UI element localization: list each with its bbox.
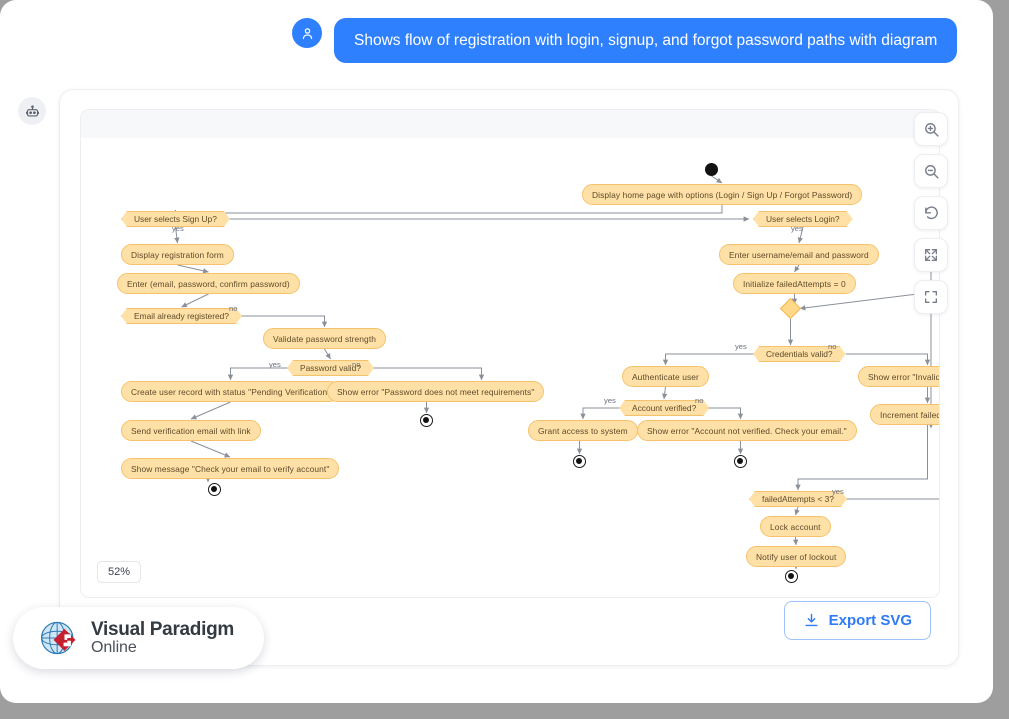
- diagram-node-create_rec[interactable]: Create user record with status "Pending …: [121, 381, 341, 402]
- export-svg-button[interactable]: Export SVG: [783, 601, 931, 640]
- diagram-edge: [795, 425, 928, 491]
- reset-button[interactable]: [914, 196, 948, 230]
- fit-screen-icon: [925, 249, 937, 261]
- diagram-edge: [172, 205, 723, 216]
- edge-label: yes: [735, 342, 747, 351]
- robot-icon: [25, 104, 39, 116]
- diagram-node-end_lock[interactable]: [785, 570, 798, 583]
- diagram-node-validate_pwd[interactable]: Validate password strength: [263, 328, 387, 349]
- diagram-node-end_signup[interactable]: [208, 483, 221, 496]
- diagram-node-d_signup[interactable]: User selects Sign Up?: [121, 211, 230, 227]
- diagram-edge: [794, 264, 800, 273]
- diagram-node-d_verified[interactable]: Account verified?: [619, 400, 709, 416]
- diagram-edge: [794, 506, 800, 516]
- diagram-edge: [181, 293, 209, 308]
- diagram-node-d_cred[interactable]: Credentials valid?: [753, 346, 846, 362]
- reset-icon: [924, 205, 938, 219]
- diagram-layer: Display home page with options (Login / …: [81, 138, 939, 597]
- diagram-node-d_registered[interactable]: Email already registered?: [121, 308, 242, 324]
- edge-label: yes: [832, 487, 844, 496]
- diagram-edge: [190, 440, 231, 458]
- canvas-viewport[interactable]: Display home page with options (Login / …: [81, 138, 939, 597]
- diagram-card: Display home page with options (Login / …: [59, 89, 959, 666]
- diagram-edge: [847, 498, 939, 500]
- edge-label: yes: [269, 360, 281, 369]
- diagram-node-d_login[interactable]: User selects Login?: [753, 211, 853, 227]
- diagram-node-auth_user[interactable]: Authenticate user: [622, 366, 709, 387]
- diagram-edge: [709, 407, 744, 420]
- diagram-node-end_notver[interactable]: [734, 455, 747, 468]
- user-icon: [302, 27, 312, 39]
- diagram-node-login_input[interactable]: Enter username/email and password: [719, 244, 879, 265]
- diagram-node-start[interactable]: [705, 163, 718, 176]
- zoom-in-button[interactable]: [914, 112, 948, 146]
- edge-label: no: [695, 396, 704, 405]
- zoom-out-icon: [924, 164, 939, 179]
- diagram-edge: [174, 226, 180, 244]
- diagram-edges: [172, 175, 939, 570]
- edge-label: no: [352, 360, 361, 369]
- edge-label: yes: [604, 396, 616, 405]
- diagram-edge: [374, 367, 485, 381]
- fullscreen-button[interactable]: [914, 280, 948, 314]
- zoom-out-button[interactable]: [914, 154, 948, 188]
- prompt-text: Shows flow of registration with login, s…: [334, 18, 958, 64]
- diagram-node-d_pwd_valid[interactable]: Password valid?: [287, 360, 374, 376]
- diagram-node-lock[interactable]: Lock account: [760, 516, 831, 537]
- zoom-in-icon: [924, 122, 939, 137]
- diagram-edge: [846, 353, 931, 366]
- brand-title: Visual Paradigm: [91, 619, 234, 641]
- canvas-header-bar: [81, 110, 939, 138]
- edge-label: yes: [172, 224, 184, 233]
- canvas-toolbar: [914, 112, 948, 314]
- diagram-edge: [190, 401, 231, 420]
- edge-label: no: [828, 342, 837, 351]
- diagram-node-enter_creds[interactable]: Enter (email, password, confirm password…: [117, 273, 300, 294]
- app-window: Shows flow of registration with login, s…: [0, 0, 993, 703]
- edge-label: yes: [791, 224, 803, 233]
- diagram-node-home[interactable]: Display home page with options (Login / …: [582, 184, 863, 205]
- diagram-edge: [711, 175, 723, 184]
- diagram-node-send_email[interactable]: Send verification email with link: [121, 420, 261, 441]
- diagram-node-init_fail[interactable]: Initialize failedAttempts = 0: [733, 273, 856, 294]
- diagram-node-not_verified[interactable]: Show error "Account not verified. Check …: [637, 420, 857, 441]
- zoom-level-badge[interactable]: 52%: [97, 561, 142, 583]
- edge-label: no: [229, 304, 238, 313]
- diagram-edge: [799, 290, 939, 311]
- brand-subtitle: Online: [91, 638, 137, 656]
- diagram-edge: [177, 264, 209, 274]
- diagram-edge: [797, 226, 804, 244]
- diagram-edge: [662, 353, 753, 366]
- fit-screen-button[interactable]: [914, 238, 948, 272]
- diagram-node-end_pwderr[interactable]: [420, 414, 433, 427]
- diagram-node-pwd_error[interactable]: Show error "Password does not meet requi…: [327, 381, 545, 402]
- diagram-node-invalid_cred[interactable]: Show error "Invalid credentials": [858, 366, 939, 387]
- diagram-edge: [227, 367, 287, 381]
- diagram-edge: [324, 348, 331, 360]
- bot-avatar: [18, 97, 46, 125]
- diagram-node-notify[interactable]: Notify user of lockout: [746, 546, 847, 567]
- diagram-node-d_attempts[interactable]: failedAttempts < 3?: [749, 491, 847, 507]
- diagram-edge: [792, 536, 799, 546]
- diagram-edge: [580, 407, 619, 420]
- diagram-edge: [661, 386, 668, 400]
- diagram-node-show_msg[interactable]: Show message "Check your email to verify…: [121, 458, 340, 479]
- diagram-node-end_grant[interactable]: [573, 455, 586, 468]
- fullscreen-icon: [925, 291, 937, 303]
- visual-paradigm-globe-icon: [40, 621, 76, 655]
- brand-logo: Visual Paradigm Online: [13, 607, 264, 669]
- diagram-node-grant[interactable]: Grant access to system: [528, 420, 638, 441]
- download-icon: [805, 613, 818, 627]
- user-prompt-row: Shows flow of registration with login, s…: [292, 18, 958, 64]
- export-svg-label: Export SVG: [828, 612, 912, 629]
- diagram-node-reg_form[interactable]: Display registration form: [121, 244, 234, 265]
- user-avatar: [292, 18, 322, 48]
- diagram-canvas[interactable]: Display home page with options (Login / …: [80, 109, 940, 598]
- diagram-node-incr_fail[interactable]: Increment failedAttempts: [870, 404, 939, 425]
- diagram-edge: [242, 315, 328, 328]
